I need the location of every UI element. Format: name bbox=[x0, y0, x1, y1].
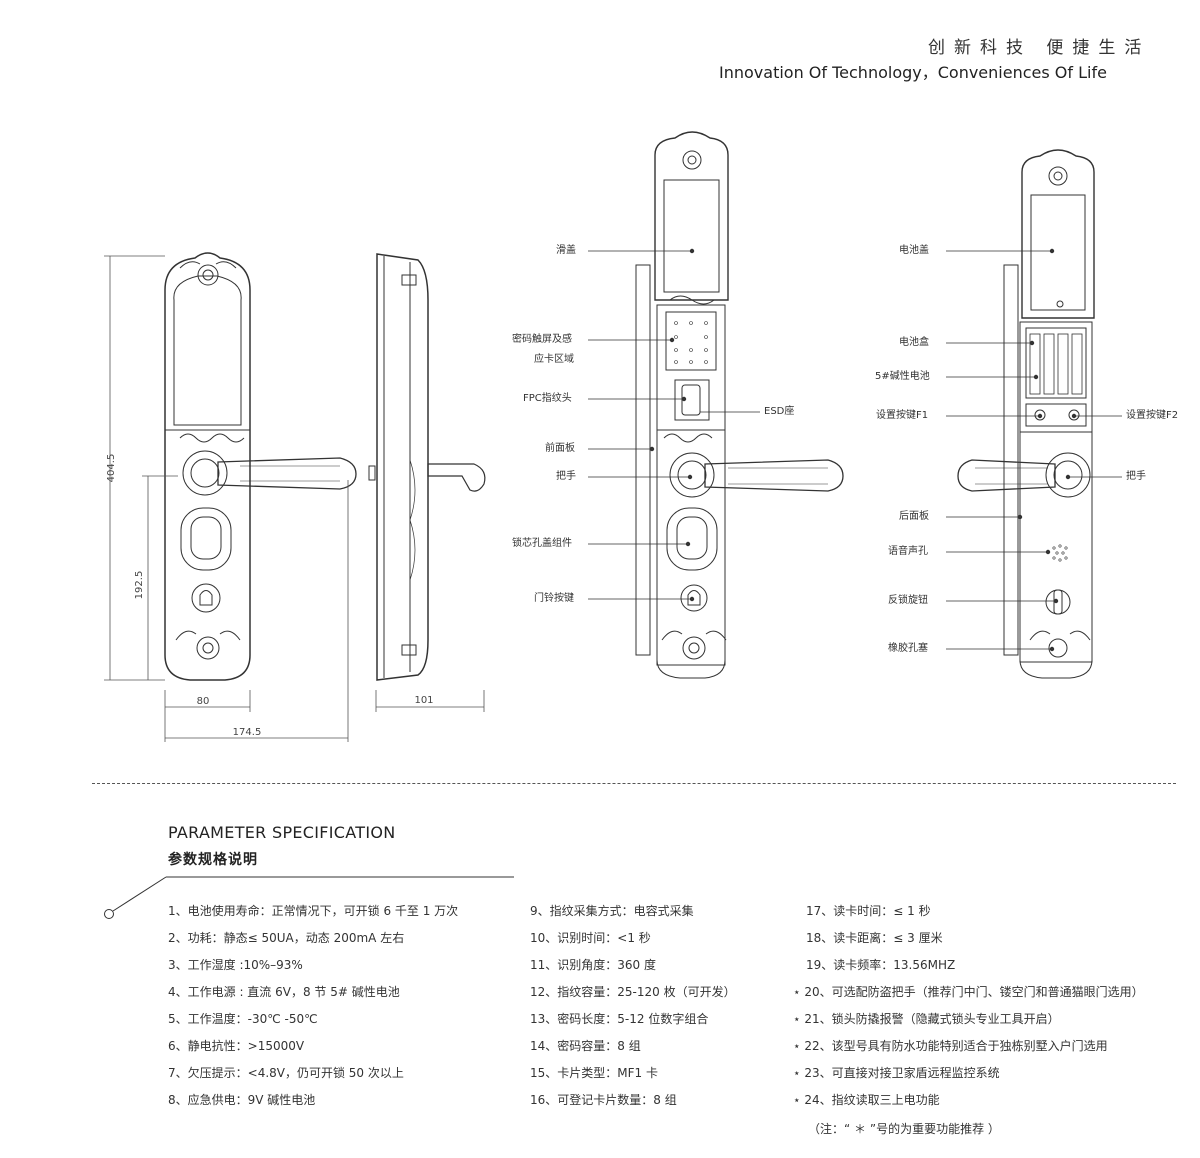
section-divider bbox=[92, 783, 1176, 784]
spec-item: 1、电池使用寿命：正常情况下，可开锁 6 千至 1 万次 bbox=[168, 904, 459, 918]
label-touch-area-2: 应卡区域 bbox=[534, 354, 574, 365]
label-leaders bbox=[588, 248, 1122, 652]
spec-column-1: 1、电池使用寿命：正常情况下，可开锁 6 千至 1 万次 2、功耗：静态≤ 50… bbox=[168, 902, 458, 1118]
spec-column-2: 9、指纹采集方式：电容式采集 10、识别时间：<1 秒 11、识别角度：360 … bbox=[530, 902, 736, 1118]
dim-height-total: 404.5 bbox=[106, 454, 117, 483]
spec-item-featured: ⋆ 21、锁头防撬报警（隐藏式锁头专业工具开启） bbox=[793, 1012, 1060, 1026]
spec-item: 11、识别角度：360 度 bbox=[530, 958, 656, 972]
label-lock-knob: 反锁旋钮 bbox=[888, 595, 928, 606]
slogan-english: Innovation Of Technology，Conveniences Of… bbox=[719, 63, 1107, 82]
spec-title-chinese: 参数规格说明 bbox=[168, 852, 258, 868]
spec-item: 3、工作湿度 :10%–93% bbox=[168, 958, 303, 972]
label-battery-box: 电池盒 bbox=[899, 337, 929, 348]
spec-item-featured: ⋆ 22、该型号具有防水功能特别适合于独栋别墅入户门选用 bbox=[793, 1039, 1108, 1053]
spec-item: 9、指纹采集方式：电容式采集 bbox=[530, 904, 694, 918]
label-cylinder-cover: 锁芯孔盖组件 bbox=[512, 538, 572, 549]
spec-item: 18、读卡距离：≤ 3 厘米 bbox=[806, 931, 943, 945]
spec-item: 17、读卡时间：≤ 1 秒 bbox=[806, 904, 931, 918]
label-battery-cover: 电池盖 bbox=[899, 245, 929, 256]
spec-item: 15、卡片类型：MF1 卡 bbox=[530, 1066, 658, 1080]
label-esd-seat: ESD座 bbox=[764, 406, 795, 417]
label-aa-battery: 5#碱性电池 bbox=[875, 371, 930, 382]
slogan-chinese: 创新科技 便捷生活 bbox=[928, 38, 1151, 58]
label-touch-area-1: 密码触屏及感 bbox=[512, 334, 572, 345]
spec-item: 13、密码长度：5-12 位数字组合 bbox=[530, 1012, 709, 1026]
side-view-drawing bbox=[368, 253, 486, 681]
label-handle-front: 把手 bbox=[556, 471, 576, 482]
label-setting-key-f2: 设置按键F2 bbox=[1126, 410, 1179, 421]
spec-item: 4、工作电源 : 直流 6V，8 节 5# 碱性电池 bbox=[168, 985, 400, 999]
spec-item: 16、可登记卡片数量：8 组 bbox=[530, 1093, 677, 1107]
label-sliding-cover: 滑盖 bbox=[556, 245, 576, 256]
dim-width-front: 80 bbox=[197, 696, 210, 707]
label-rubber-plug: 橡胶孔塞 bbox=[888, 643, 928, 654]
dim-width-total: 174.5 bbox=[233, 727, 262, 738]
spec-column-3: 17、读卡时间：≤ 1 秒 18、读卡距离：≤ 3 厘米 19、读卡频率：13.… bbox=[793, 902, 1144, 1118]
spec-item: 2、功耗：静态≤ 50UA，动态 200mA 左右 bbox=[168, 931, 405, 945]
spec-item: 7、欠压提示：<4.8V，仍可开锁 50 次以上 bbox=[168, 1066, 404, 1080]
label-handle-back: 把手 bbox=[1126, 471, 1146, 482]
front-view-labelled-drawing bbox=[635, 131, 844, 679]
spec-item: 6、静电抗性：>15000V bbox=[168, 1039, 305, 1053]
dim-depth-side: 101 bbox=[414, 695, 433, 706]
product-drawings: 404.5 192.5 80 174.5 101 bbox=[104, 131, 1122, 742]
spec-title-decoration bbox=[104, 876, 514, 919]
label-setting-key-f1: 设置按键F1 bbox=[876, 410, 929, 421]
spec-item-featured: ⋆ 23、可直接对接卫家盾远程监控系统 bbox=[793, 1066, 1000, 1080]
dim-height-handle: 192.5 bbox=[134, 571, 145, 600]
label-fpc-fingerprint: FPC指纹头 bbox=[523, 393, 572, 404]
spec-item: 14、密码容量：8 组 bbox=[530, 1039, 641, 1053]
label-speaker-hole: 语音声孔 bbox=[888, 546, 928, 557]
label-doorbell-button: 门铃按键 bbox=[534, 593, 574, 604]
spec-item-featured: ⋆ 20、可选配防盗把手（推荐门中门、镂空门和普通猫眼门选用） bbox=[793, 985, 1144, 999]
spec-item-featured: ⋆ 24、指纹读取三上电功能 bbox=[793, 1093, 940, 1107]
dimension-lines bbox=[104, 255, 485, 742]
back-view-drawing bbox=[957, 149, 1095, 679]
label-back-panel: 后面板 bbox=[899, 511, 929, 522]
front-view-drawing bbox=[164, 252, 357, 681]
spec-item: 10、识别时间：<1 秒 bbox=[530, 931, 651, 945]
spec-item: 19、读卡频率：13.56MHZ bbox=[806, 958, 956, 972]
spec-item: 12、指纹容量：25-120 枚（可开发） bbox=[530, 985, 736, 999]
spec-footnote: （注：“ ＊ ”号的为重要功能推荐 ） bbox=[808, 1122, 1000, 1136]
spec-item: 5、工作温度：-30℃ -50℃ bbox=[168, 1012, 318, 1026]
spec-item: 8、应急供电：9V 碱性电池 bbox=[168, 1093, 316, 1107]
spec-title-english: PARAMETER SPECIFICATION bbox=[168, 823, 396, 842]
label-front-panel: 前面板 bbox=[545, 443, 575, 454]
